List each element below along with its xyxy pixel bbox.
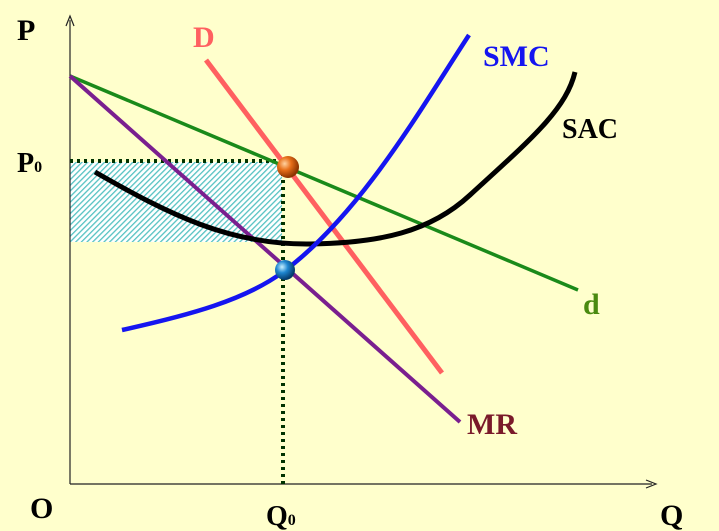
mr-curve (68, 74, 462, 424)
x-axis-label: Q (660, 499, 683, 531)
sac-label: SAC (562, 114, 618, 145)
d-label: d (583, 288, 600, 321)
price-tick-label: P0 (17, 148, 42, 179)
mr-label: MR (467, 408, 517, 441)
d-curve (69, 74, 579, 292)
mr-smc-intersection-point (275, 260, 295, 280)
y-axis-arrow (65, 14, 75, 27)
sac-curve (93, 71, 578, 247)
x-axis-arrow (645, 479, 658, 489)
axes (65, 14, 658, 489)
equilibrium-price-point (277, 156, 299, 178)
origin-label: O (30, 492, 53, 525)
D-curve (204, 58, 444, 375)
smc-label: SMC (483, 40, 550, 73)
smc-curve (121, 33, 471, 333)
quantity-tick-label: Q0 (266, 501, 296, 531)
D-label: D (193, 21, 215, 54)
y-axis-label: P (17, 14, 35, 47)
